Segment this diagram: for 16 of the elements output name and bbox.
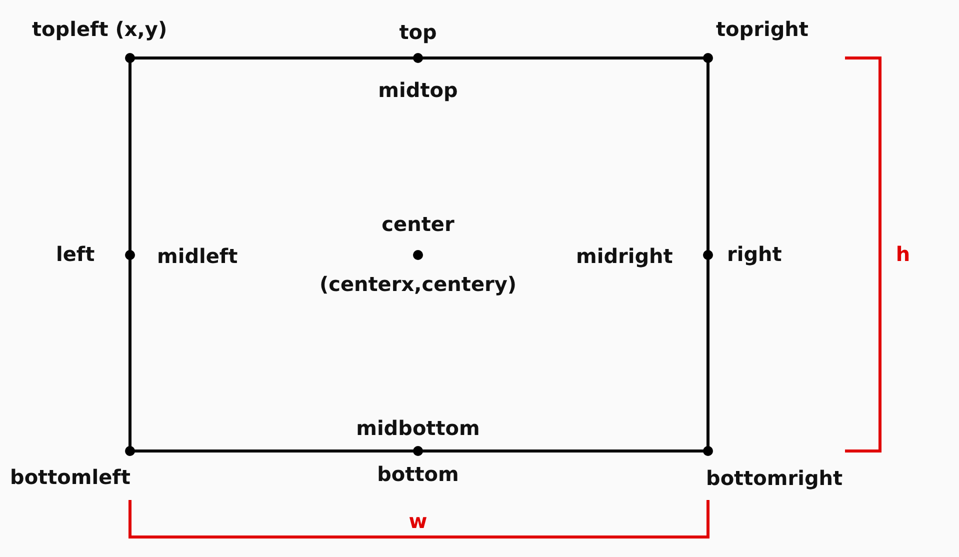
point-label: bottom: [377, 462, 459, 486]
point-label: midtop: [378, 78, 458, 102]
point-label: bottomleft: [10, 465, 130, 489]
dimension-label: w: [408, 509, 428, 533]
point-label: left: [56, 242, 95, 266]
dimension-label: h: [896, 242, 910, 266]
point-label: midleft: [157, 244, 238, 268]
point-label: top: [399, 20, 437, 44]
point-label: right: [727, 242, 782, 266]
point-label: (centerx,centery): [319, 272, 517, 296]
point-label: topright: [716, 17, 808, 41]
point-label: midbottom: [356, 416, 480, 440]
point-label: topleft (x,y): [32, 17, 168, 41]
point-label: midright: [576, 244, 673, 268]
point-label: bottomright: [706, 466, 843, 490]
point-label: center: [382, 212, 454, 236]
